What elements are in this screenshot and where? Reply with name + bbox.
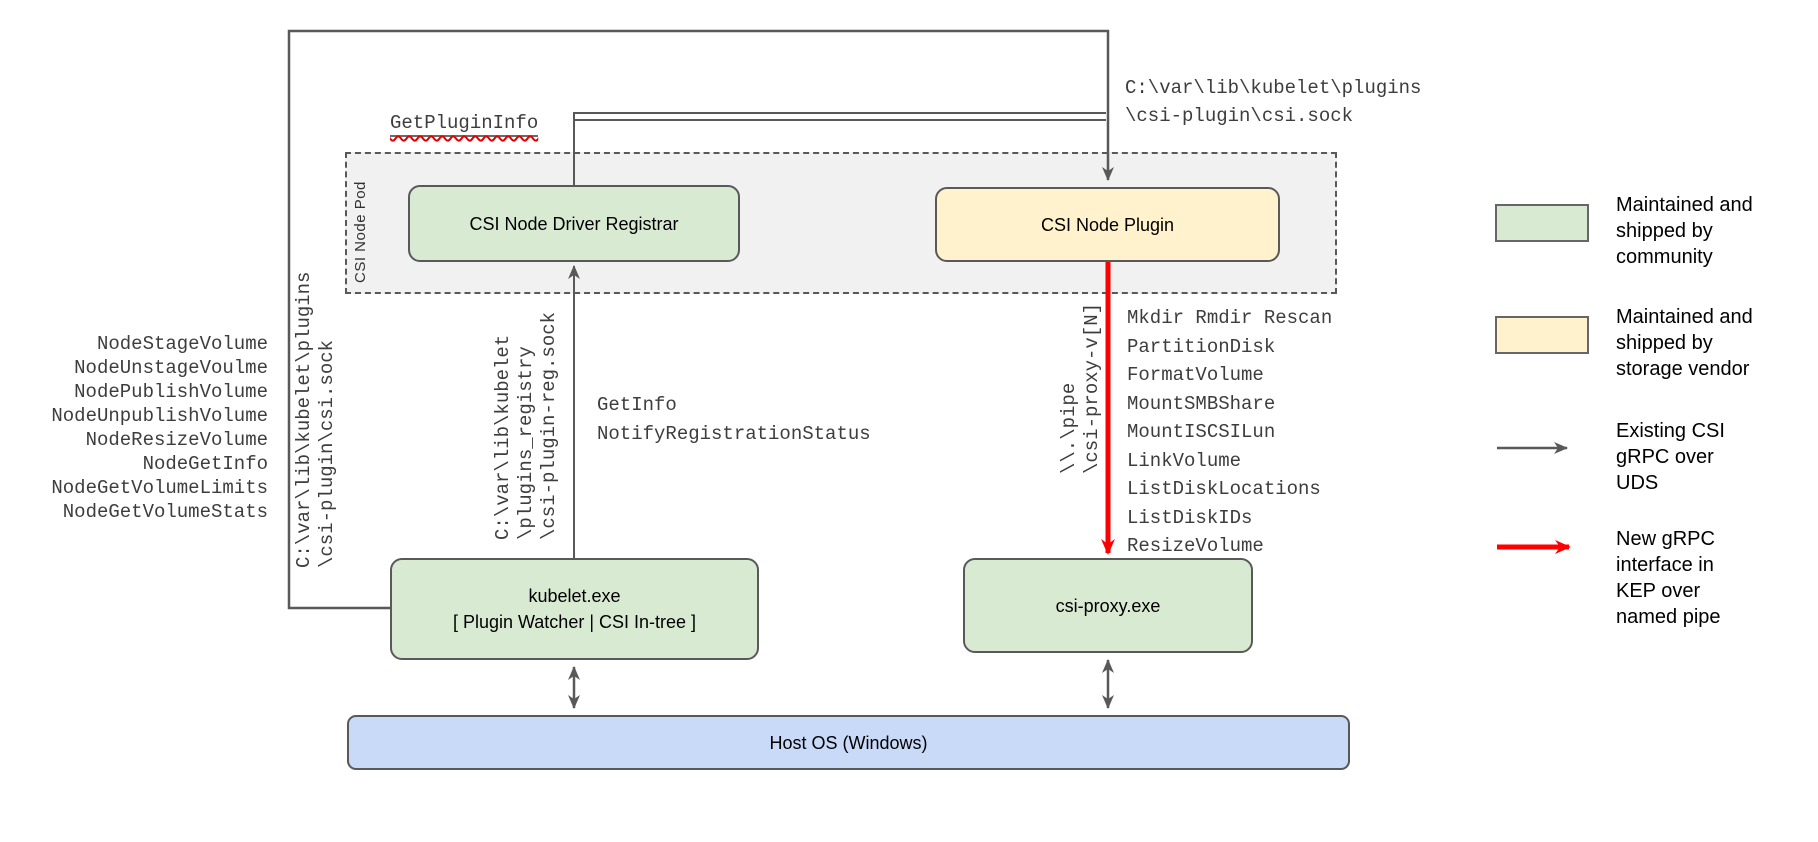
legend-community-swatch (1495, 204, 1589, 242)
legend-vendor-label: Maintained and shipped by storage vendor (1616, 306, 1753, 380)
csi-sock-vertical-annotation: C:\var\lib\kubelet\plugins \csi-plugin\c… (293, 271, 338, 568)
proxy-op-item: MountISCSILun (1127, 421, 1276, 443)
csi-proxy-box: csi-proxy.exe (963, 558, 1253, 653)
proxy-op-item: MountSMBShare (1127, 392, 1276, 415)
csi-proxy-label: csi-proxy.exe (1055, 595, 1161, 616)
proxy-op-item: ListDiskIDs (1127, 506, 1253, 529)
kubelet-to-plugin-connector (287, 29, 1114, 610)
legend-new-grpc-label: New gRPC interface in KEP over named pip… (1616, 528, 1721, 628)
kubelet-box: kubelet.exe [ Plugin Watcher | CSI In-tr… (390, 558, 759, 660)
csi-node-driver-registrar-label: CSI Node Driver Registrar (469, 213, 679, 234)
registration-rpcs-annotation: GetInfo NotifyRegistrationStatus (597, 394, 871, 445)
host-os-label: Host OS (Windows) (769, 732, 928, 753)
get-plugin-info-text: GetPluginInfo (390, 112, 539, 134)
node-rpc-item: NodeGetVolumeStats (62, 501, 268, 523)
legend-red-arrow-icon (1497, 540, 1571, 554)
legend-community-label: Maintained and shipped by community (1616, 194, 1753, 268)
legend-vendor-swatch (1495, 316, 1589, 354)
node-rpc-item: NodeStageVolume (96, 333, 268, 355)
csi-node-pod-label: CSI Node Pod (352, 181, 369, 283)
proxy-op-item: FormatVolume (1127, 364, 1264, 386)
node-rpc-item: NodePublishVolume (74, 381, 268, 403)
proxy-op-item: Mkdir Rmdir Rescan (1127, 307, 1333, 329)
csi-sock-path-annotation: C:\var\lib\kubelet\plugins \csi-plugin\c… (1125, 77, 1422, 127)
registrar-to-plugin-connector (573, 112, 1106, 185)
kubelet-label: kubelet.exe [ Plugin Watcher | CSI In-tr… (452, 586, 697, 632)
proxy-op-item: ResizeVolume (1127, 535, 1264, 557)
csi-node-plugin-label: CSI Node Plugin (1040, 214, 1175, 235)
csi-node-plugin-box: CSI Node Plugin (935, 187, 1280, 262)
get-plugin-info-annotation: GetPluginInfo (390, 112, 539, 137)
node-rpc-item: NodeResizeVolume (85, 429, 268, 451)
node-rpc-item: NodeGetVolumeLimits (51, 477, 268, 499)
proxy-op-item: PartitionDisk (1127, 335, 1276, 358)
named-pipe-vertical-annotation: \\.\pipe \csi-proxy-v[N] (1058, 302, 1103, 474)
host-os-box: Host OS (Windows) (347, 715, 1350, 770)
registration-sock-vertical-annotation: C:\var\lib\kubelet \plugins_registry \cs… (492, 311, 560, 540)
csi-node-driver-registrar-box: CSI Node Driver Registrar (408, 185, 740, 262)
node-rpc-item: NodeUnpublishVolume (51, 405, 268, 427)
legend-existing-grpc-label: Existing CSI gRPC over UDS (1616, 420, 1725, 494)
node-rpc-item: NodeUnstageVoulme (74, 357, 268, 379)
proxy-op-item: ListDiskLocations (1127, 478, 1321, 500)
proxy-op-item: LinkVolume (1127, 449, 1242, 472)
legend-gray-arrow-icon (1497, 442, 1568, 454)
node-rpc-item: NodeGetInfo (142, 453, 268, 475)
